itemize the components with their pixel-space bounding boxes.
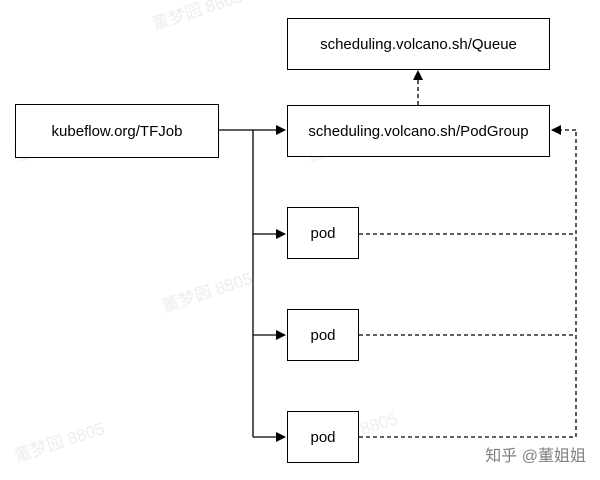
node-tfjob: kubeflow.org/TFJob: [15, 104, 219, 158]
node-pod: pod: [287, 411, 359, 463]
credit-watermark: 知乎 @董姐姐: [485, 448, 586, 465]
node-pod: pod: [287, 309, 359, 361]
node-queue: scheduling.volcano.sh/Queue: [287, 18, 550, 70]
node-podgroup: scheduling.volcano.sh/PodGroup: [287, 105, 550, 157]
node-pod: pod: [287, 207, 359, 259]
